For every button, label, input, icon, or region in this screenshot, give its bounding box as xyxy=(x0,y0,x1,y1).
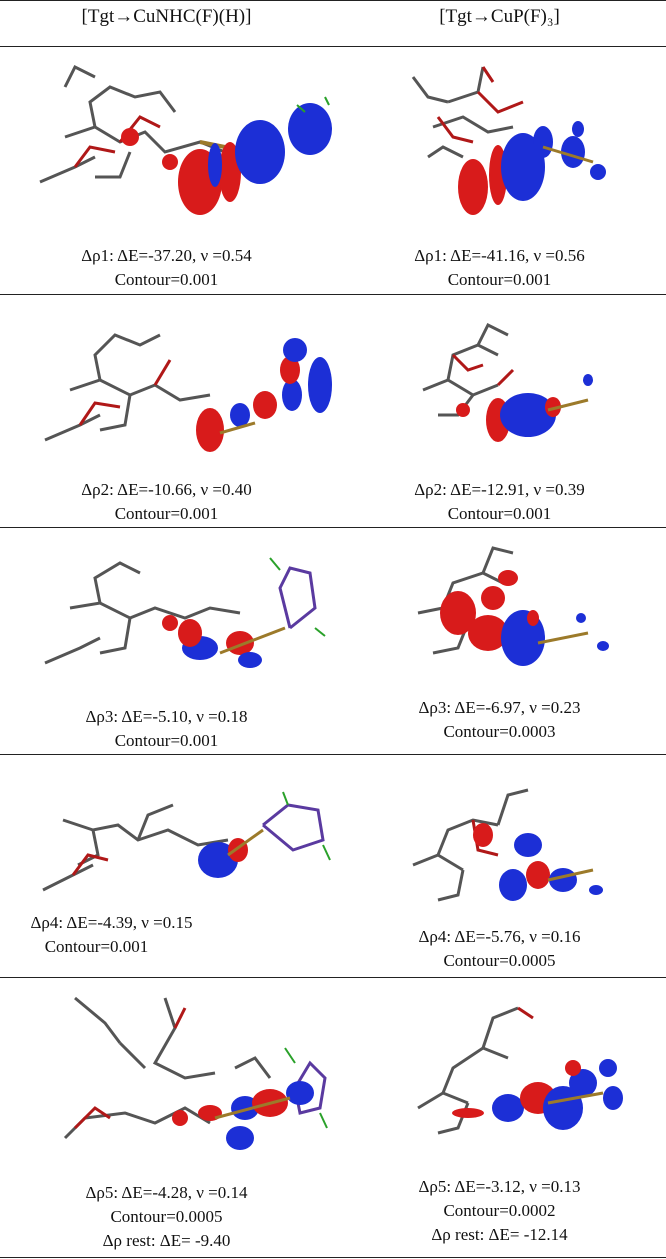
caption-line1: Δρ2: ΔE=-10.66, ν =0.40 xyxy=(81,480,252,499)
caption-contour: Contour=0.0005 xyxy=(443,951,556,970)
caption-rest: Δρ rest: ΔE= -12.14 xyxy=(431,1225,568,1244)
density-image xyxy=(38,770,333,905)
density-image xyxy=(40,548,330,678)
row-3-right: Δρ3: ΔE=-6.97, ν =0.23 Contour=0.0003 xyxy=(333,528,666,754)
density-image xyxy=(40,315,335,465)
caption-line1: Δρ3: ΔE=-6.97, ν =0.23 xyxy=(418,698,581,717)
table-top-rule xyxy=(0,0,666,1)
row-3-left: Δρ3: ΔE=-5.10, ν =0.18 Contour=0.001 xyxy=(0,528,333,754)
row-rule xyxy=(0,527,666,528)
caption-contour: Contour=0.0003 xyxy=(443,722,556,741)
caption-contour: Contour=0.001 xyxy=(447,504,552,523)
caption-contour: Contour=0.001 xyxy=(114,270,219,289)
density-image xyxy=(413,988,628,1163)
table-bottom-rule xyxy=(0,1257,666,1258)
density-image xyxy=(35,57,335,227)
caption-line1: Δρ4: ΔE=-5.76, ν =0.16 xyxy=(418,927,581,946)
caption-line1: Δρ4: ΔE=-4.39, ν =0.15 xyxy=(30,913,193,932)
caption-rest: Δρ rest: ΔE= -9.40 xyxy=(102,1231,231,1250)
row-1-right: Δρ1: ΔE=-41.16, ν =0.56 Contour=0.001 xyxy=(333,47,666,294)
row-rule xyxy=(0,977,666,978)
row-4-right: Δρ4: ΔE=-5.76, ν =0.16 Contour=0.0005 xyxy=(333,755,666,977)
header-rule xyxy=(0,46,666,47)
caption-line1: Δρ5: ΔE=-4.28, ν =0.14 xyxy=(85,1183,248,1202)
caption-line1: Δρ2: ΔE=-12.91, ν =0.39 xyxy=(414,480,585,499)
caption-contour: Contour=0.001 xyxy=(447,270,552,289)
row-5-right: Δρ5: ΔE=-3.12, ν =0.13 Contour=0.0002 Δρ… xyxy=(333,978,666,1258)
density-image xyxy=(413,538,623,688)
header-left: [Tgt→CuNHC(F)(H)] xyxy=(81,6,252,27)
caption-contour: Contour=0.0005 xyxy=(110,1207,223,1226)
caption-contour: Contour=0.001 xyxy=(44,937,149,956)
header-right: [Tgt→CuP(F)₃] xyxy=(439,6,560,27)
density-image xyxy=(35,988,330,1168)
row-1-left: Δρ1: ΔE=-37.20, ν =0.54 Contour=0.001 xyxy=(0,47,333,294)
caption-line1: Δρ1: ΔE=-37.20, ν =0.54 xyxy=(81,246,252,265)
row-2-right: Δρ2: ΔE=-12.91, ν =0.39 Contour=0.001 xyxy=(333,295,666,527)
caption-line1: Δρ1: ΔE=-41.16, ν =0.56 xyxy=(414,246,585,265)
row-rule xyxy=(0,294,666,295)
caption-contour: Contour=0.0002 xyxy=(443,1201,556,1220)
row-2-left: Δρ2: ΔE=-10.66, ν =0.40 Contour=0.001 xyxy=(0,295,333,527)
density-image xyxy=(408,770,633,915)
table-header: [Tgt→CuNHC(F)(H)] [Tgt→CuP(F)₃] xyxy=(0,0,666,46)
caption-line1: Δρ3: ΔE=-5.10, ν =0.18 xyxy=(85,707,248,726)
row-4-left: Δρ4: ΔE=-4.39, ν =0.15 Contour=0.001 xyxy=(0,755,333,977)
density-image xyxy=(418,315,618,465)
density-image xyxy=(403,57,633,227)
caption-line1: Δρ5: ΔE=-3.12, ν =0.13 xyxy=(418,1177,581,1196)
row-5-left: Δρ5: ΔE=-4.28, ν =0.14 Contour=0.0005 Δρ… xyxy=(0,978,333,1258)
row-rule xyxy=(0,754,666,755)
caption-contour: Contour=0.001 xyxy=(114,504,219,523)
caption-contour: Contour=0.001 xyxy=(114,731,219,750)
